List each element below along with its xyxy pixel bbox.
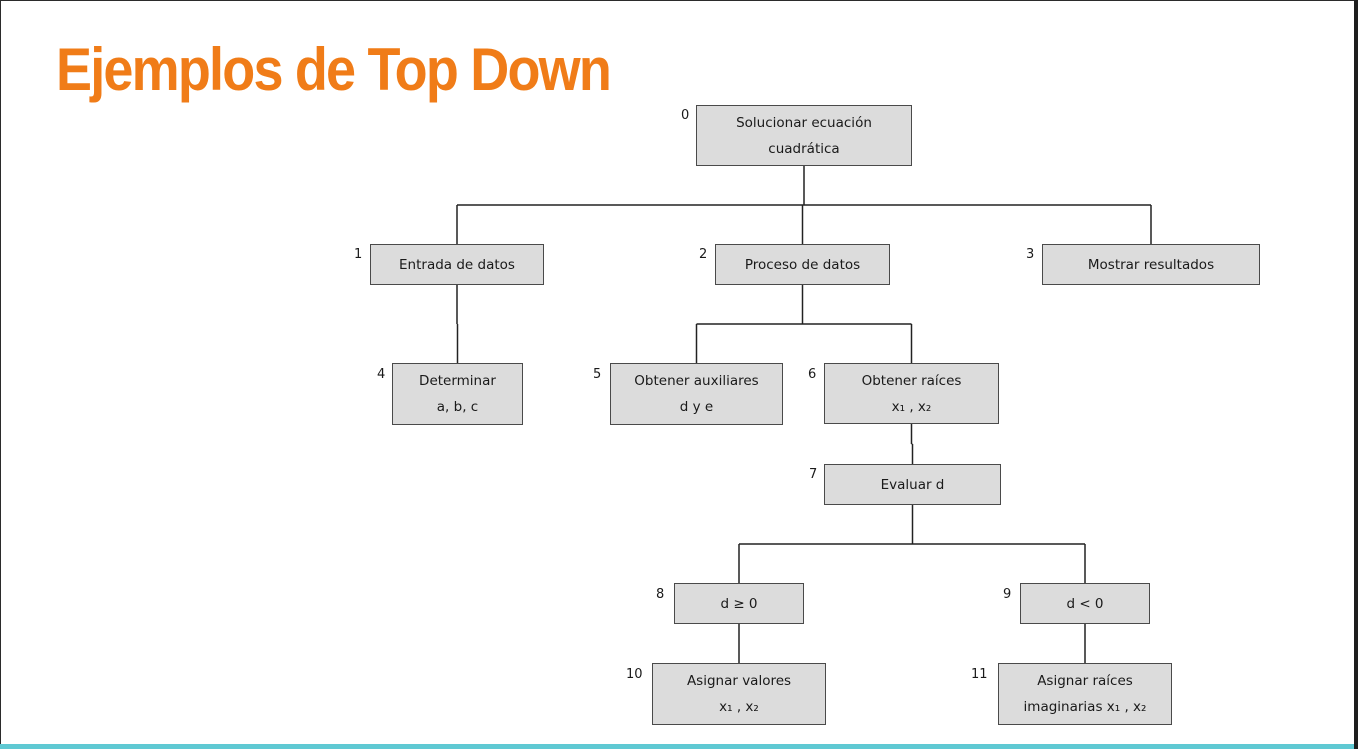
node-evaluate-d: Evaluar d [824,464,1001,505]
node-determine-abc: Determinar a, b, c [392,363,523,425]
connector-line [695,285,913,363]
node-d-negative: d < 0 [1020,583,1150,624]
slide-title: Ejemplos de Top Down [56,36,612,103]
node-label-line: a, b, c [436,399,479,415]
node-number-11: 11 [971,667,988,682]
node-assign-values: Asignar valores x₁ , x₂ [652,663,826,725]
node-number-6: 6 [808,367,817,382]
window-edge [1354,0,1358,749]
connector-line [456,285,459,363]
node-number-1: 1 [354,247,363,262]
node-label-line: Obtener raíces [861,372,962,389]
node-label-line: Asignar raíces [1037,673,1133,689]
accent-bar [0,744,1358,749]
node-d-nonnegative: d ≥ 0 [674,583,804,624]
node-solve-quadratic: Solucionar ecuación cuadrática [696,105,912,166]
connector-line [738,505,1086,583]
node-label-line: Proceso de datos [744,256,861,273]
node-label-line: Obtener auxiliares [634,373,759,389]
node-data-processing: Proceso de datos [715,244,890,285]
node-number-2: 2 [699,247,708,262]
connector-line [910,424,914,464]
node-label-line: Entrada de datos [399,256,515,273]
node-number-3: 3 [1026,247,1035,262]
node-number-10: 10 [626,667,643,682]
node-show-results: Mostrar resultados [1042,244,1260,285]
node-label-line: Solucionar ecuación [736,114,872,131]
node-get-roots: Obtener raíces x₁ , x₂ [824,363,999,424]
node-assign-imaginary-roots: Asignar raíces imaginarias x₁ , x₂ [998,663,1172,725]
node-number-8: 8 [656,587,665,602]
node-number-4: 4 [377,367,386,382]
node-label-line: d < 0 [1066,595,1104,612]
node-get-auxiliaries: Obtener auxiliares d y e [610,363,783,425]
node-label-line: Evaluar d [880,476,945,493]
node-number-9: 9 [1003,587,1012,602]
node-label-line: d ≥ 0 [720,595,758,612]
node-label-line: Determinar [419,373,496,389]
node-label-line: imaginarias x₁ , x₂ [1023,699,1147,715]
node-number-5: 5 [593,367,602,382]
node-number-0: 0 [681,108,690,123]
node-label-line: d y e [679,399,714,415]
node-label-line: x₁ , x₂ [719,699,759,715]
node-label-line: Asignar valores [686,673,792,689]
connector-line [456,166,1152,244]
node-data-input: Entrada de datos [370,244,544,285]
node-label-line: cuadrática [768,140,840,157]
node-number-7: 7 [809,467,818,482]
node-label-line: Mostrar resultados [1087,256,1215,273]
node-label-line: x₁ , x₂ [891,398,932,415]
